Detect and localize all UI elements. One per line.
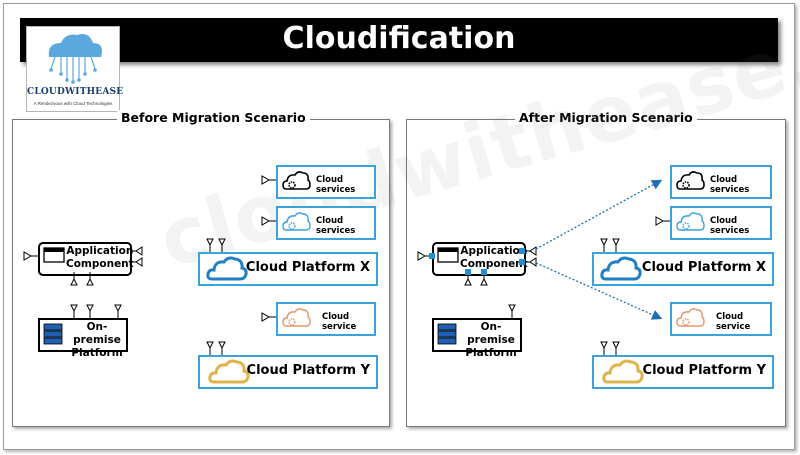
cloud-gear-icon — [676, 171, 705, 190]
migration-arrow-to-cloud-services — [535, 179, 663, 250]
before-cloud-platform-x: Cloud Platform X — [198, 252, 378, 286]
before-platform-x-label: Cloud Platform X — [245, 260, 370, 275]
before-cloud-services-1: Cloud services — [276, 165, 376, 199]
title-bar: Cloudification — [20, 18, 778, 62]
after-platform-y-label: Cloud Platform Y — [642, 363, 766, 378]
cloud-gear-icon — [282, 212, 311, 231]
before-cloud-service-3: Cloud service — [276, 302, 376, 336]
after-platform-x-label: Cloud Platform X — [641, 260, 766, 275]
cloud-gear-icon — [676, 212, 705, 231]
before-panel-title: Before Migration Scenario — [117, 110, 310, 125]
after-cloud-service-3: Cloud service — [670, 302, 772, 336]
before-svc1-label: Cloud services — [316, 175, 356, 195]
after-cloud-services-2: Cloud services — [670, 206, 772, 240]
after-cloud-platform-y: Cloud Platform Y — [592, 355, 774, 389]
before-platform-y-label: Cloud Platform Y — [246, 363, 370, 378]
interface-symbol — [417, 216, 671, 356]
server-icon — [43, 323, 63, 345]
after-svc3-label: Cloud service — [716, 312, 751, 332]
after-svc1-label: Cloud services — [710, 175, 750, 195]
logo-name: CLOUDWITHEASE — [27, 87, 124, 97]
cloud-gear-icon — [282, 171, 311, 190]
application-window-icon — [43, 247, 65, 263]
after-svc2-label: Cloud services — [710, 216, 750, 236]
before-svc3-label: Cloud service — [322, 312, 357, 332]
cloud-platform-y-icon — [208, 359, 250, 384]
logo-tagline: A Rendezvous with Cloud Technologies — [33, 101, 113, 106]
interface-symbol — [23, 175, 277, 356]
after-cloud-services-1: Cloud services — [670, 165, 772, 199]
before-cloud-platform-y: Cloud Platform Y — [198, 355, 378, 389]
cloud-gear-icon — [282, 308, 311, 327]
after-cloud-platform-x: Cloud Platform X — [592, 252, 774, 286]
cloud-platform-x-icon — [206, 256, 248, 281]
cloud-platform-x-icon — [600, 256, 642, 281]
page-title: Cloudification — [282, 21, 516, 56]
cloud-platform-y-icon — [602, 359, 644, 384]
logo: CLOUDWITHEASE A Rendezvous with Cloud Te… — [26, 26, 124, 112]
cloud-gear-icon — [676, 308, 705, 327]
logo-cloud-icon — [48, 34, 102, 84]
connector-port — [429, 248, 525, 275]
before-cloud-services-2: Cloud services — [276, 206, 376, 240]
migration-arrow-to-cloud-service — [535, 262, 663, 320]
application-window-icon — [437, 247, 459, 263]
before-svc2-label: Cloud services — [316, 216, 356, 236]
after-panel-title: After Migration Scenario — [515, 110, 697, 125]
server-icon — [437, 323, 457, 345]
